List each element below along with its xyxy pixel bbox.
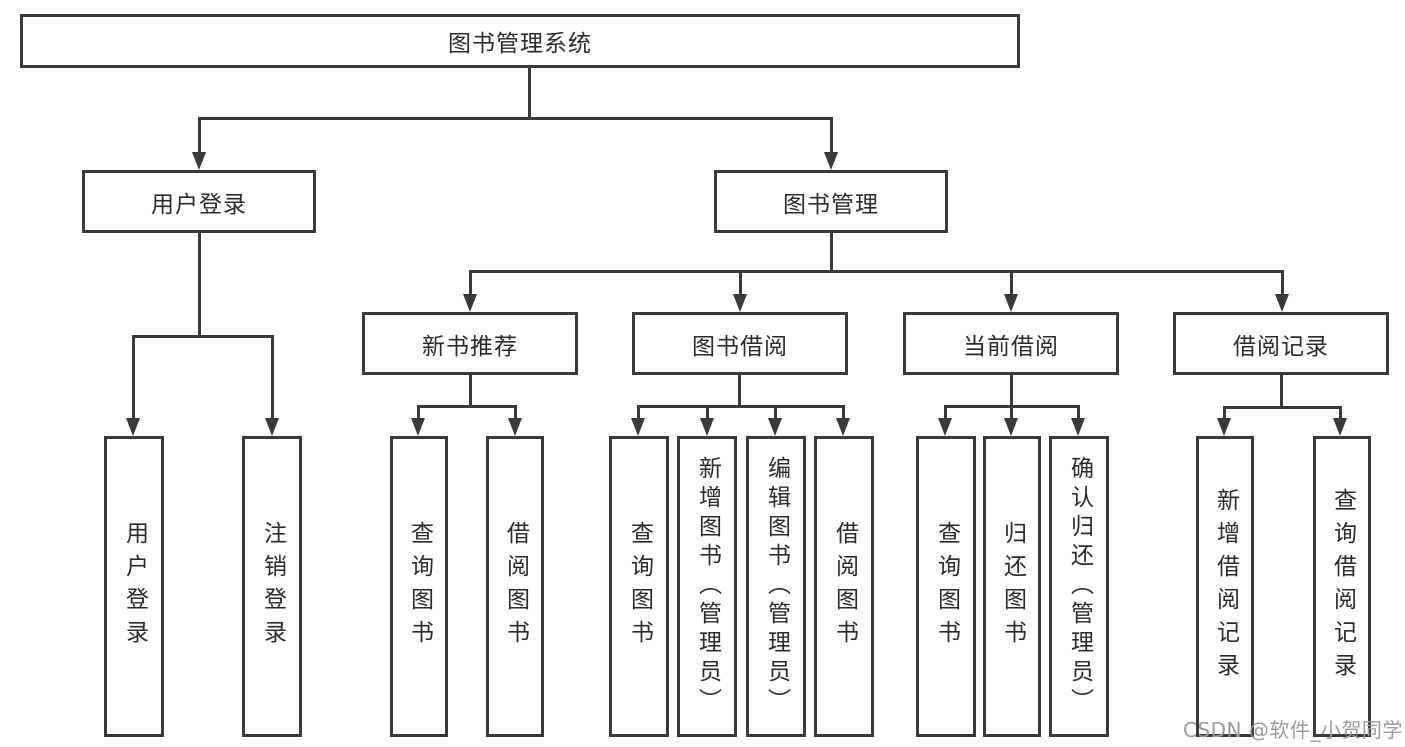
leaf-bb-edit-book-admin-label: 编辑图书（管理员）: [763, 456, 790, 717]
leaf-logout: 注销登录: [242, 436, 302, 737]
connector-bb-edit-drop: [774, 405, 777, 421]
leaf-user-login-label: 用户登录: [121, 520, 148, 653]
leaf-cb-query-book-label: 查询图书: [933, 520, 960, 653]
connector-root-branch: [198, 117, 832, 120]
connector-new-book-rec-drop: [469, 270, 472, 298]
arrow-down-icon: [1071, 418, 1085, 436]
leaf-bb-add-book-admin-label: 新增图书（管理员）: [694, 456, 721, 717]
node-current-borrow: 当前借阅: [903, 312, 1119, 375]
arrow-down-icon: [126, 418, 140, 436]
connector-book-mgmt-drop: [830, 117, 833, 155]
node-new-book-recommend-label: 新书推荐: [422, 333, 518, 360]
connector-current-borrow-drop: [1010, 270, 1013, 298]
leaf-logout-label: 注销登录: [259, 520, 286, 653]
arrow-down-icon: [1217, 418, 1231, 436]
connector-book-mgmt-stem: [830, 233, 833, 270]
arrow-down-icon: [1275, 294, 1289, 312]
arrow-down-icon: [824, 152, 838, 170]
connector-leaf-user-login-drop: [132, 335, 135, 421]
connector-br-query-drop: [1339, 406, 1342, 421]
connector-user-login-branch: [132, 335, 274, 338]
connector-borrow-record-branch: [1223, 406, 1342, 409]
leaf-br-add-record-label: 新增借阅记录: [1212, 487, 1239, 686]
leaf-nb-borrow-book-label: 借阅图书: [502, 520, 529, 653]
node-root: 图书管理系统: [20, 14, 1020, 68]
connector-cb-query-drop: [944, 405, 947, 421]
connector-new-book-rec-stem: [469, 375, 472, 406]
arrow-down-icon: [463, 294, 477, 312]
connector-borrow-record-stem: [1280, 375, 1283, 407]
arrow-down-icon: [733, 294, 747, 312]
connector-book-mgmt-branch: [469, 270, 1283, 273]
connector-br-add-drop: [1223, 406, 1226, 421]
leaf-bb-borrow-book: 借阅图书: [814, 436, 874, 737]
leaf-br-query-record: 查询借阅记录: [1313, 436, 1371, 737]
leaf-nb-query-book-label: 查询图书: [406, 520, 433, 653]
connector-book-borrow-branch: [637, 405, 845, 408]
connector-leaf-logout-drop: [271, 335, 274, 421]
connector-cb-return-drop: [1010, 405, 1013, 421]
connector-root-stem: [528, 68, 531, 117]
arrow-down-icon: [700, 418, 714, 436]
leaf-br-add-record: 新增借阅记录: [1196, 436, 1254, 737]
arrow-down-icon: [836, 418, 850, 436]
leaf-br-query-record-label: 查询借阅记录: [1329, 487, 1356, 686]
node-book-borrow: 图书借阅: [632, 312, 848, 375]
connector-bb-borrow-drop: [842, 405, 845, 421]
leaf-bb-query-book: 查询图书: [609, 436, 669, 737]
leaf-cb-confirm-return-admin-label: 确认归还（管理员）: [1066, 456, 1093, 717]
node-user-login-label: 用户登录: [151, 191, 247, 218]
leaf-bb-add-book-admin: 新增图书（管理员）: [677, 436, 737, 737]
watermark-text: CSDN @软件_小贺同学: [1183, 718, 1403, 742]
arrow-down-icon: [1004, 418, 1018, 436]
connector-bb-add-drop: [706, 405, 709, 421]
node-book-borrow-label: 图书借阅: [692, 333, 788, 360]
arrow-down-icon: [192, 152, 206, 170]
connector-nb-query-drop: [417, 405, 420, 421]
leaf-bb-borrow-book-label: 借阅图书: [831, 520, 858, 653]
leaf-user-login: 用户登录: [104, 436, 164, 737]
node-book-management: 图书管理: [714, 170, 948, 233]
leaf-bb-query-book-label: 查询图书: [626, 520, 653, 653]
connector-current-borrow-stem: [1010, 375, 1013, 406]
arrow-down-icon: [768, 418, 782, 436]
leaf-cb-confirm-return-admin: 确认归还（管理员）: [1049, 436, 1109, 737]
connector-user-login-drop: [198, 117, 201, 155]
node-new-book-recommend: 新书推荐: [362, 312, 578, 375]
node-borrow-records-label: 借阅记录: [1233, 333, 1329, 360]
node-book-management-label: 图书管理: [783, 191, 879, 218]
arrow-down-icon: [1333, 418, 1347, 436]
leaf-cb-query-book: 查询图书: [916, 436, 976, 737]
arrow-down-icon: [631, 418, 645, 436]
node-current-borrow-label: 当前借阅: [963, 333, 1059, 360]
leaf-cb-return-book-label: 归还图书: [999, 520, 1026, 653]
connector-borrow-record-drop: [1281, 270, 1284, 298]
node-root-label: 图书管理系统: [448, 31, 592, 57]
connector-new-book-rec-branch: [417, 405, 517, 408]
node-borrow-records: 借阅记录: [1173, 312, 1389, 375]
connector-book-borrow-stem: [738, 375, 741, 406]
arrow-down-icon: [938, 418, 952, 436]
arrow-down-icon: [265, 418, 279, 436]
arrow-down-icon: [508, 418, 522, 436]
connector-cb-confirm-drop: [1077, 405, 1080, 421]
connector-bb-query-drop: [637, 405, 640, 421]
arrow-down-icon: [411, 418, 425, 436]
arrow-down-icon: [1004, 294, 1018, 312]
connector-book-borrow-drop: [739, 270, 742, 298]
leaf-cb-return-book: 归还图书: [983, 436, 1041, 737]
connector-nb-borrow-drop: [514, 405, 517, 421]
node-user-login: 用户登录: [82, 170, 316, 233]
leaf-nb-borrow-book: 借阅图书: [486, 436, 544, 737]
leaf-nb-query-book: 查询图书: [390, 436, 448, 737]
connector-user-login-stem: [198, 233, 201, 336]
leaf-bb-edit-book-admin: 编辑图书（管理员）: [746, 436, 806, 737]
